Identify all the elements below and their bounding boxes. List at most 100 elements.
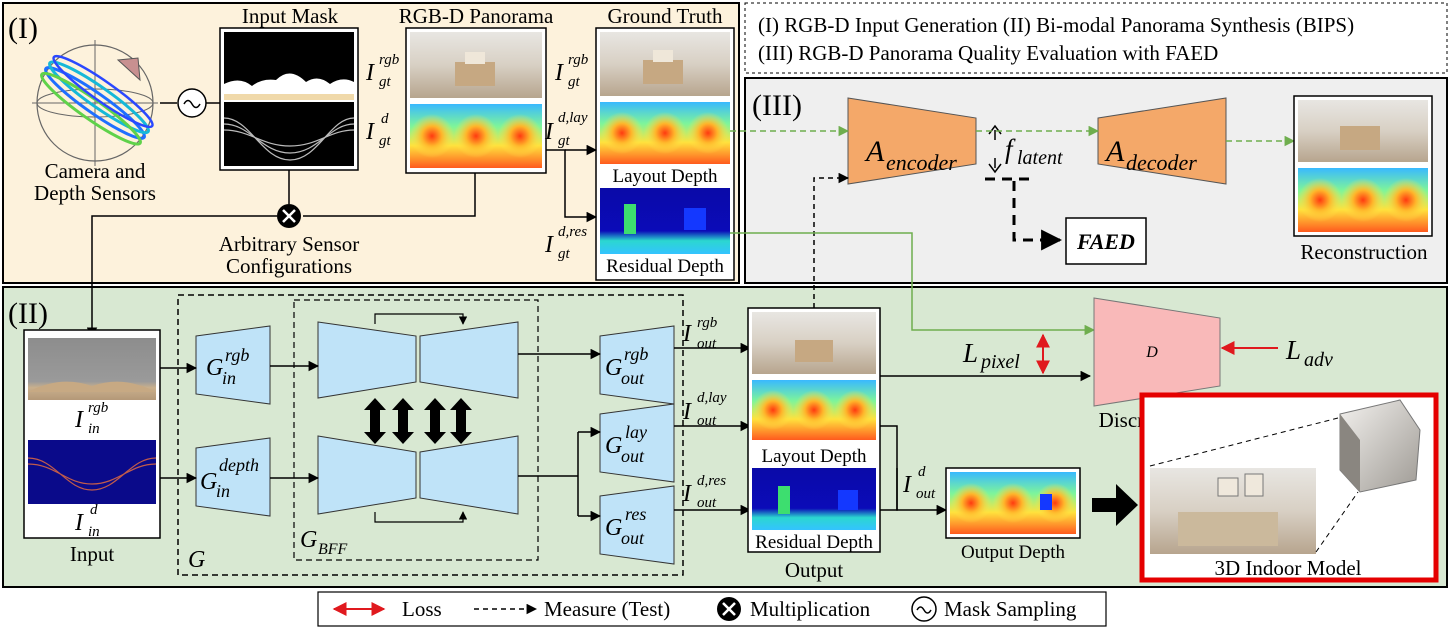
- bottom-legend-box: [317, 591, 1107, 627]
- g-in-depth-block: [195, 437, 271, 517]
- svg-text:lay: lay: [625, 422, 647, 442]
- svg-text:rgb: rgb: [88, 400, 109, 416]
- svg-text:I: I: [365, 60, 375, 86]
- g-in-rgb-label: G rgb in: [206, 345, 249, 388]
- 3d-indoor-model-caption: 3D Indoor Model: [1215, 556, 1362, 580]
- top-legend-line-2: (III) RGB-D Panorama Quality Evaluation …: [758, 41, 1218, 65]
- svg-text:I: I: [74, 407, 84, 433]
- input-caption: Input: [70, 542, 114, 566]
- svg-text:G: G: [605, 515, 622, 541]
- label-iout-d-res: I d,res out: [682, 473, 726, 511]
- reconstruction-caption: Reconstruction: [1300, 240, 1428, 264]
- output-layout-depth-caption: Layout Depth: [761, 446, 867, 467]
- svg-text:d: d: [381, 111, 389, 127]
- to-3d-model-arrow: [1092, 484, 1138, 526]
- label-igt-d-left: I d gt: [365, 111, 392, 149]
- gt-to-discriminator-green-arrow: [730, 232, 1096, 336]
- svg-text:G: G: [206, 355, 223, 381]
- svg-text:rgb: rgb: [568, 52, 589, 68]
- input-mask-depth-image: [223, 102, 355, 166]
- section-2-label: (II): [8, 297, 48, 330]
- g-in-depth-label: G depth in: [200, 455, 259, 501]
- svg-text:I: I: [544, 232, 554, 258]
- svg-text:I: I: [682, 399, 692, 425]
- output-depth-caption: Output Depth: [961, 542, 1065, 563]
- output-depth-thumbnail: [950, 472, 1076, 534]
- g-out-rgb-label: G rgb out: [605, 344, 648, 388]
- section-3-label: (III): [752, 89, 802, 122]
- svg-text:Loss: Loss: [402, 597, 442, 621]
- svg-text:d,lay: d,lay: [558, 110, 588, 126]
- svg-text:I: I: [554, 60, 564, 86]
- g-out-lay-block: [599, 403, 675, 483]
- latent-to-faed-arrow: [985, 177, 1060, 240]
- unet-depth-decoder: [419, 435, 519, 515]
- camera-sensor-sphere-icon: [32, 40, 158, 166]
- svg-text:A: A: [1104, 135, 1125, 168]
- svg-text:I: I: [365, 119, 375, 145]
- svg-text:out: out: [621, 368, 645, 388]
- svg-text:decoder: decoder: [1126, 150, 1197, 175]
- svg-text:G: G: [300, 527, 317, 553]
- generator-g-label: G: [188, 547, 205, 573]
- output-layout-depth-thumbnail: [752, 380, 876, 440]
- g-out-res-label: G res out: [605, 504, 646, 548]
- legend-measure: Measure (Test): [474, 597, 670, 621]
- input-label-d: I d in: [74, 502, 100, 540]
- svg-text:A: A: [864, 135, 885, 168]
- decoder-label: A decoder: [1104, 135, 1197, 175]
- svg-text:adv: adv: [1304, 349, 1333, 371]
- 3d-cube-model-thumbnail: [1339, 399, 1421, 493]
- svg-text:out: out: [916, 486, 936, 502]
- label-iout-d: I d out: [902, 464, 936, 502]
- unet-rgb-decoder: [419, 321, 519, 399]
- input-label-rgb: I rgb in: [74, 400, 109, 437]
- svg-text:d,lay: d,lay: [697, 390, 727, 406]
- svg-text:in: in: [88, 524, 100, 540]
- gt-residual-depth-caption: Residual Depth: [606, 256, 724, 277]
- gt-layout-depth-thumbnail: [600, 102, 730, 164]
- top-legend-box: [744, 2, 1448, 74]
- output-rgb-thumbnail: [752, 312, 876, 374]
- decoder-block: [1097, 97, 1227, 185]
- svg-text:I: I: [902, 472, 912, 498]
- svg-text:f: f: [1005, 134, 1016, 164]
- discriminator-block: [1093, 297, 1221, 407]
- input-mask-rgb-image: [224, 32, 354, 94]
- svg-text:gt: gt: [558, 246, 571, 262]
- svg-text:G: G: [605, 433, 622, 459]
- svg-text:Measure (Test): Measure (Test): [544, 597, 670, 621]
- svg-text:in: in: [216, 481, 230, 501]
- svg-text:d,res: d,res: [558, 224, 587, 240]
- svg-text:out: out: [621, 528, 645, 548]
- label-iout-rgb: I rgb out: [682, 315, 718, 352]
- svg-text:out: out: [621, 446, 645, 466]
- svg-text:res: res: [625, 504, 646, 524]
- unet-rgb-encoder: [317, 321, 417, 399]
- svg-text:in: in: [222, 368, 236, 388]
- gbff-box: [293, 299, 539, 561]
- latent-label: f latent: [1005, 134, 1063, 169]
- svg-text:I: I: [682, 321, 692, 347]
- svg-text:rgb: rgb: [225, 345, 249, 365]
- svg-text:d: d: [90, 502, 98, 518]
- svg-text:I: I: [682, 481, 692, 507]
- output-residual-depth-caption: Residual Depth: [755, 532, 873, 553]
- output-to-encoder-measure-arrow: [813, 172, 850, 308]
- 3d-room-view-thumbnail: [1150, 468, 1316, 554]
- svg-text:I: I: [544, 119, 554, 145]
- svg-text:gt: gt: [379, 74, 392, 90]
- svg-text:in: in: [88, 421, 100, 437]
- section-1-label: (I): [8, 12, 38, 45]
- svg-text:out: out: [697, 336, 717, 352]
- camera-caption-line-1: Camera and: [45, 159, 146, 183]
- mask-to-input-arrow: [86, 215, 277, 339]
- gbff-label: G BFF: [300, 527, 348, 558]
- svg-text:rgb: rgb: [624, 344, 648, 364]
- faed-label: FAED: [1076, 229, 1135, 254]
- rgbd-rgb-thumbnail: [410, 32, 542, 98]
- generator-g-box: [177, 294, 684, 576]
- label-iout-d-lay: I d,lay out: [682, 390, 727, 429]
- input-mask-title: Input Mask: [242, 4, 339, 28]
- g-out-lay-label: G lay out: [605, 422, 647, 466]
